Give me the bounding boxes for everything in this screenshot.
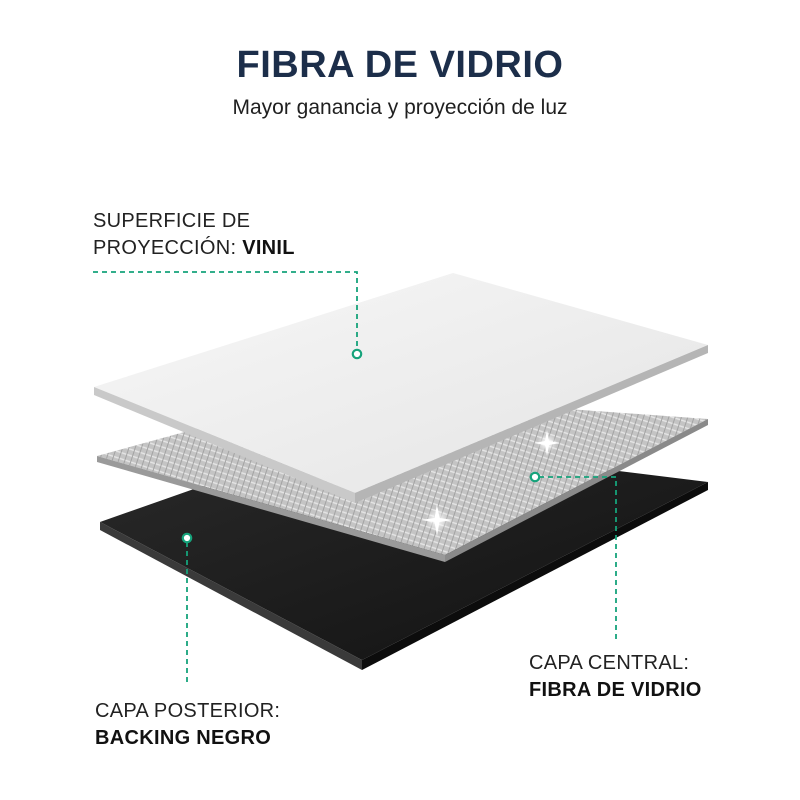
sparkle-icon xyxy=(534,430,560,456)
leader-line-back xyxy=(181,532,193,683)
sparkle-icon xyxy=(421,504,453,536)
vinyl-layer xyxy=(94,273,708,503)
page-subtitle: Mayor ganancia y proyección de luz xyxy=(232,96,568,119)
middle-label-line1: CAPA CENTRAL: xyxy=(529,652,690,674)
middle-material: FIBRA DE VIDRIO xyxy=(529,679,702,701)
page-title: FIBRA DE VIDRIO xyxy=(236,44,564,86)
leader-line-surface xyxy=(93,271,363,360)
surface-material: VINIL xyxy=(242,237,295,259)
surface-label-line2: PROYECCIÓN: VINIL xyxy=(93,237,295,259)
back-layer-label: CAPA POSTERIOR: BACKING NEGRO xyxy=(95,698,280,752)
surface-layer-label: SUPERFICIE DE PROYECCIÓN: VINIL xyxy=(93,208,295,262)
surface-label-line1: SUPERFICIE DE xyxy=(93,210,251,232)
middle-layer-label: CAPA CENTRAL: FIBRA DE VIDRIO xyxy=(529,650,702,704)
leader-line-middle xyxy=(529,471,617,640)
back-label-line1: CAPA POSTERIOR: xyxy=(95,700,281,722)
back-material: BACKING NEGRO xyxy=(95,727,272,749)
